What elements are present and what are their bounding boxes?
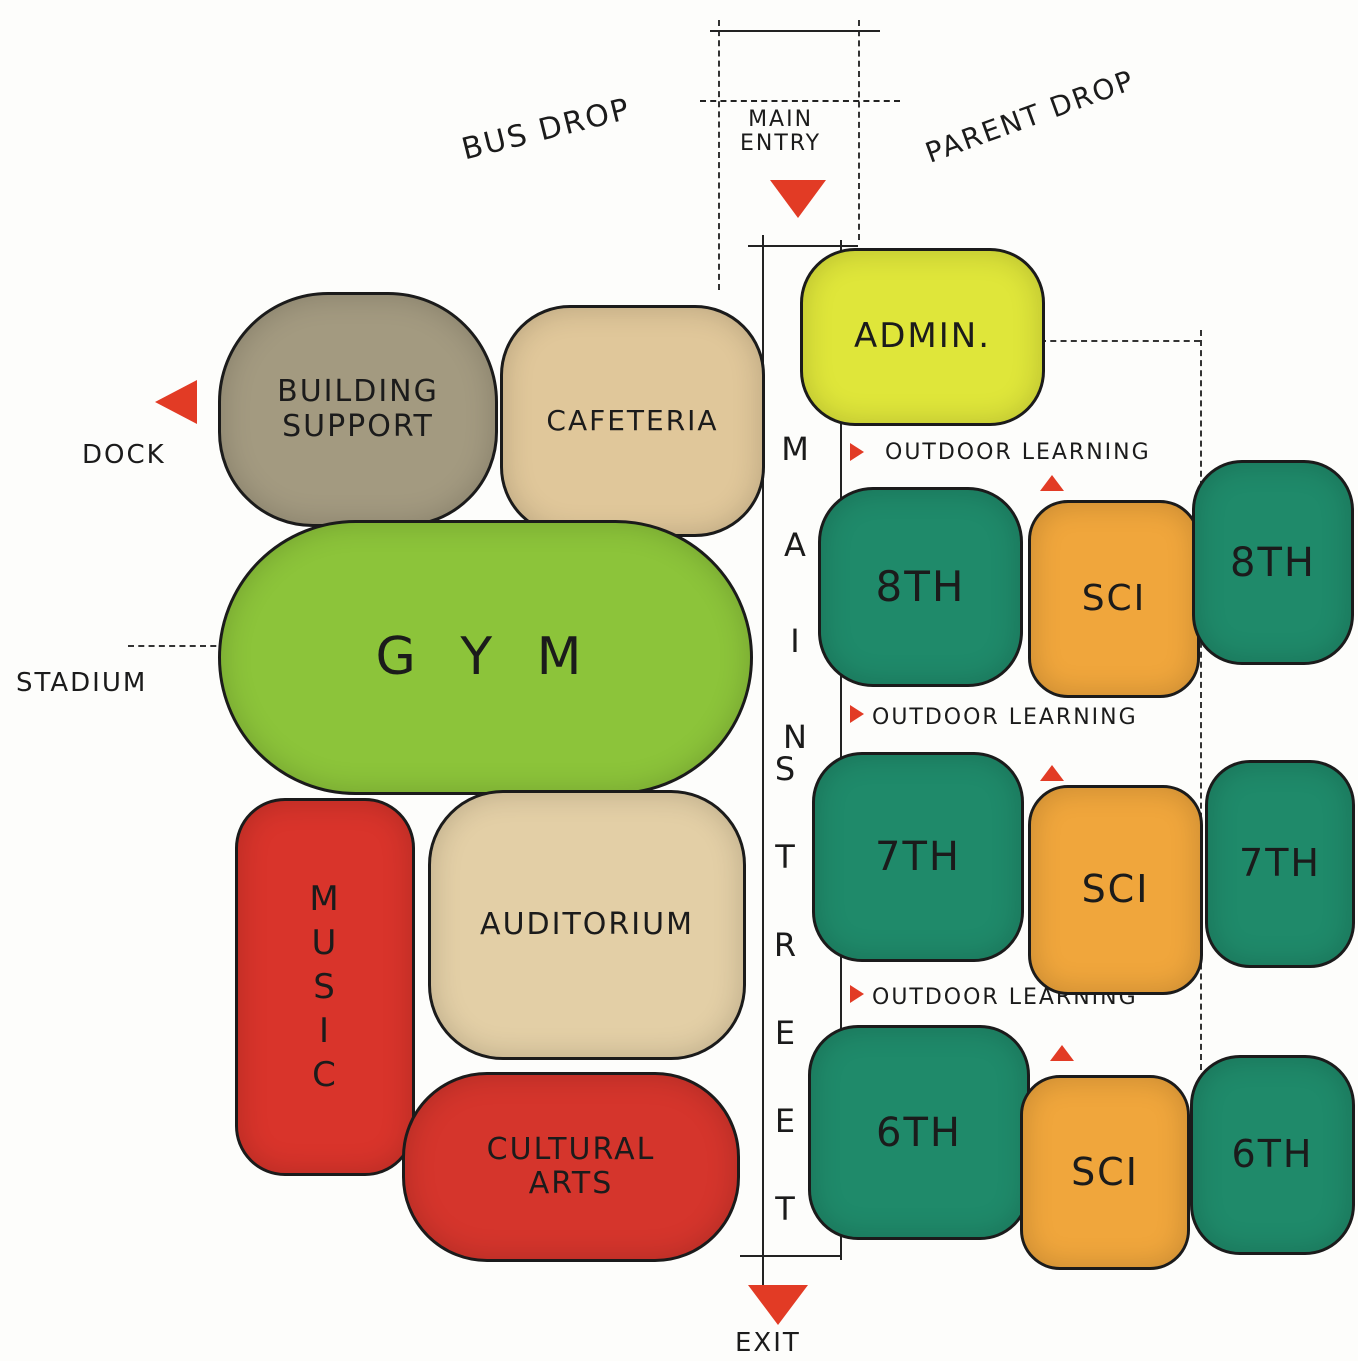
- music-label: M U S I C: [309, 878, 341, 1096]
- main-entry-label: MAIN ENTRY: [740, 107, 822, 157]
- main-street-label-street: S T R E E T: [766, 750, 804, 1234]
- outdoor-fence-line: [1200, 330, 1202, 1070]
- grade8-left-label: 8TH: [875, 561, 966, 611]
- grade7-right-classroom: 7TH: [1205, 760, 1355, 968]
- grade7-left-classroom: 7TH: [812, 752, 1024, 962]
- entry-path-left-line: [718, 20, 720, 290]
- grade6-left-label: 6TH: [876, 1109, 962, 1156]
- entry-crossing-line: [700, 100, 900, 102]
- exit-label: EXIT: [735, 1328, 801, 1358]
- cultural-arts-room: CULTURAL ARTS: [402, 1072, 740, 1262]
- grade6-right-classroom: 6TH: [1190, 1055, 1355, 1255]
- grade8-right-label: 8TH: [1230, 539, 1316, 586]
- bus-drop-label: BUS DROP: [458, 91, 635, 168]
- entry-path-right-line: [858, 20, 860, 240]
- sci-7-lab: SCI: [1028, 785, 1203, 995]
- science-arrow-icon-7: [1040, 765, 1064, 781]
- building-support-label: BUILDING SUPPORT: [277, 374, 439, 444]
- grade8-right-classroom: 8TH: [1192, 460, 1354, 665]
- main-street-right-line: [840, 240, 842, 1260]
- admin-room: ADMIN.: [800, 248, 1045, 426]
- admin-fence-line: [1040, 340, 1200, 342]
- grade7-right-label: 7TH: [1239, 841, 1321, 886]
- outdoor-learning-label-2: OUTDOOR LEARNING: [872, 705, 1138, 730]
- main-street-left-line: [762, 235, 764, 1295]
- gym-room: G Y M: [218, 520, 753, 795]
- gym-label: G Y M: [375, 626, 596, 687]
- grade7-left-label: 7TH: [875, 834, 961, 880]
- sci-8-label: SCI: [1081, 578, 1147, 620]
- cafeteria-label: CAFETERIA: [546, 403, 719, 437]
- grade6-left-classroom: 6TH: [808, 1025, 1030, 1240]
- grade8-left-classroom: 8TH: [818, 487, 1023, 687]
- building-support-room: BUILDING SUPPORT: [218, 292, 498, 527]
- stadium-label: STADIUM: [16, 668, 148, 698]
- outdoor-learning-arrow-icon-3: [850, 985, 864, 1003]
- parent-drop-label: PARENT DROP: [920, 63, 1140, 170]
- auditorium-room: AUDITORIUM: [428, 790, 746, 1060]
- outdoor-learning-arrow-icon-1: [850, 443, 864, 461]
- sci-6-lab: SCI: [1020, 1075, 1190, 1270]
- main-street-label-main: M A I N: [776, 430, 814, 766]
- grade6-right-label: 6TH: [1231, 1132, 1314, 1177]
- outdoor-learning-label-1: OUTDOOR LEARNING: [885, 440, 1151, 465]
- science-arrow-icon-6: [1050, 1045, 1074, 1061]
- sci-7-label: SCI: [1081, 867, 1150, 912]
- dock-label: DOCK: [82, 440, 166, 470]
- entry-top-line: [710, 30, 880, 32]
- cafeteria-room: CAFETERIA: [500, 305, 765, 537]
- dock-arrow-icon: [155, 380, 197, 424]
- cultural-arts-label: CULTURAL ARTS: [486, 1131, 656, 1201]
- exit-arrow-icon: [748, 1285, 808, 1325]
- main-street-top-line: [748, 245, 858, 247]
- auditorium-label: AUDITORIUM: [480, 906, 694, 942]
- outdoor-learning-arrow-icon-2: [850, 705, 864, 723]
- science-arrow-icon-8: [1040, 475, 1064, 491]
- admin-label: ADMIN.: [853, 316, 992, 357]
- sci-6-label: SCI: [1071, 1149, 1139, 1194]
- main-entry-arrow-icon: [770, 180, 826, 218]
- stadium-path-line: [128, 645, 278, 647]
- sci-8-lab: SCI: [1028, 500, 1200, 698]
- music-room: M U S I C: [235, 798, 415, 1176]
- main-street-bottom-line: [740, 1255, 840, 1257]
